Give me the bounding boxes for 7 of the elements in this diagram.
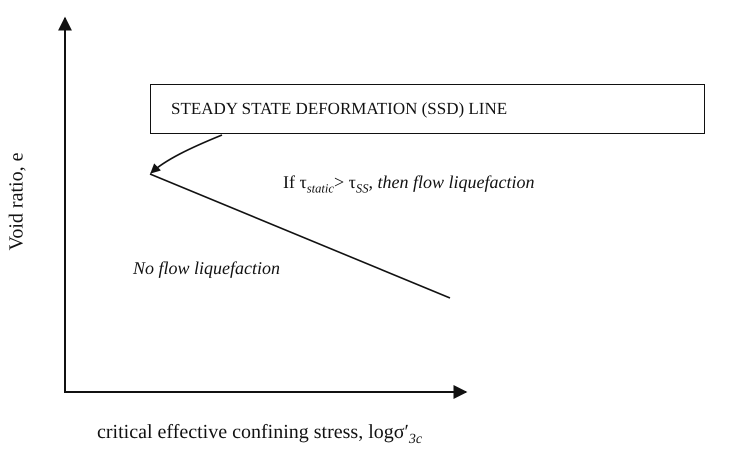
callout-box: [150, 84, 705, 134]
callout-text: STEADY STATE DEFORMATION (SSD) LINE: [171, 99, 508, 119]
leader-arrow: [150, 134, 222, 174]
region-label: No flow liquefaction: [133, 258, 280, 279]
region-label: If τ$_{static}$> τ$_{SS}$, then flow liquefaction: [283, 172, 534, 197]
axis-title: Void ratio, e: [6, 152, 28, 252]
axis-title: critical effective confining stress, logσ′$_{3c}$: [97, 421, 422, 448]
